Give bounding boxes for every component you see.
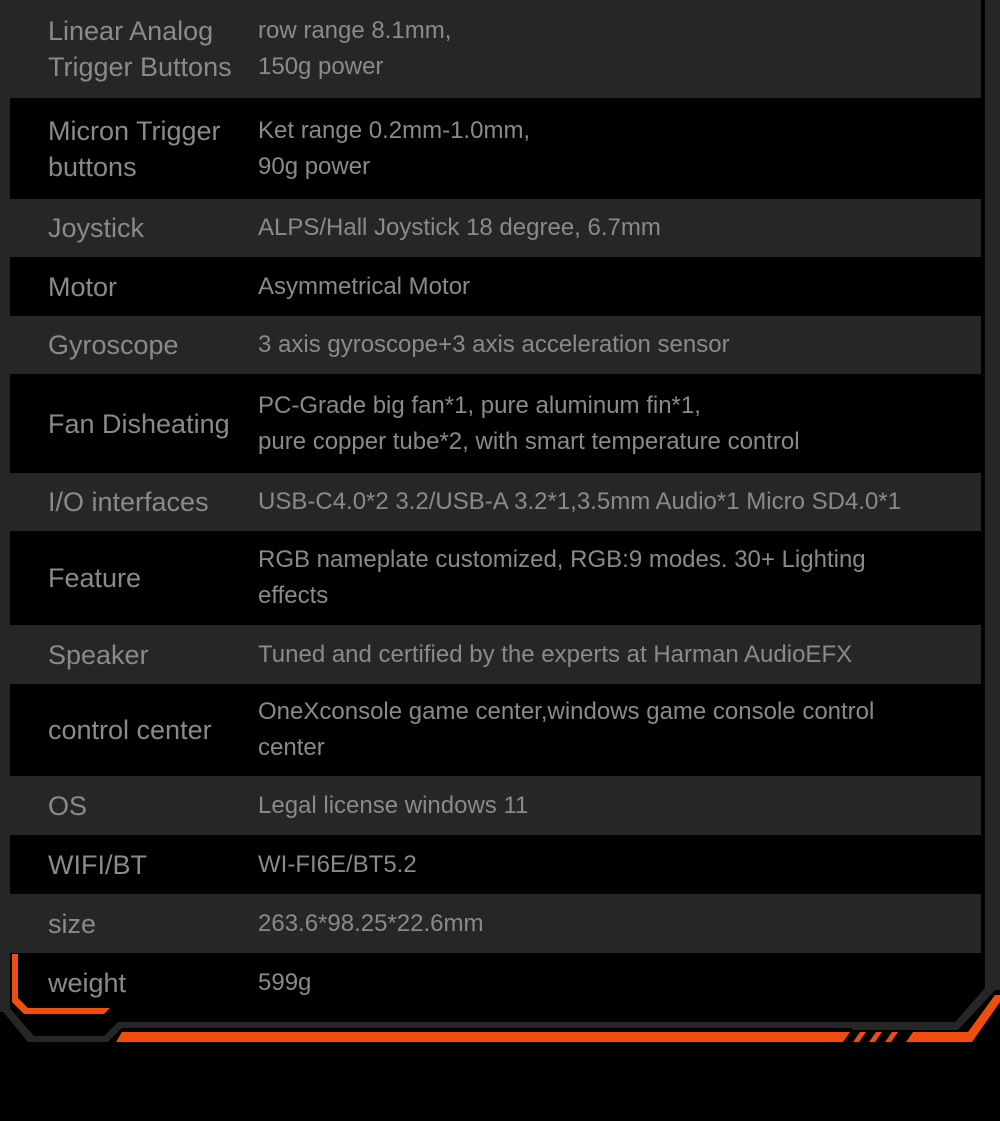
spec-label: Joystick xyxy=(48,213,145,243)
spec-row: Joystick ALPS/Hall Joystick 18 degree, 6.… xyxy=(10,199,981,257)
spec-value: Tuned and certified by the experts at Ha… xyxy=(258,640,853,668)
spec-label: OS xyxy=(48,790,88,821)
spec-value: ALPS/Hall Joystick 18 degree, 6.7mm xyxy=(258,214,661,241)
spec-row: Linear Analog Trigger Buttons row range 8… xyxy=(10,0,981,98)
spec-row: Gyroscope 3 axis gyroscope+3 axis acceler… xyxy=(10,316,981,374)
spec-value: 599g xyxy=(258,969,312,996)
spec-label: weight xyxy=(48,968,127,998)
spec-table: Linear Analog Trigger Buttons row range 8… xyxy=(10,0,981,1013)
spec-row: WIFI/BT WI-FI6E/BT5.2 xyxy=(10,835,981,894)
bottom-frame-decoration xyxy=(0,940,1000,1042)
spec-row: OS Legal license windows 11 xyxy=(10,776,981,835)
spec-label: Fan Disheating xyxy=(48,408,230,439)
spec-value: WI-FI6E/BT5.2 xyxy=(258,850,417,878)
frame-left-border xyxy=(0,0,10,1012)
spec-value: Legal license windows 11 xyxy=(258,791,529,819)
spec-row: Motor Asymmetrical Motor xyxy=(10,257,981,316)
spec-label: control center xyxy=(48,715,212,745)
spec-value: 3 axis gyroscope+3 axis acceleration sen… xyxy=(258,331,730,358)
spec-value: Ket range 0.2mm-1.0mm, 90g power xyxy=(258,116,531,180)
spec-label: Motor xyxy=(48,271,118,302)
spec-value: row range 8.1mm, 150g power xyxy=(258,17,452,80)
spec-row: Speaker Tuned and certified by the expert… xyxy=(10,625,981,684)
spec-value: USB-C4.0*2 3.2/USB-A 3.2*1,3.5mm Audio*1… xyxy=(258,488,901,515)
spec-label: size xyxy=(48,908,97,939)
spec-label: Speaker xyxy=(48,639,149,670)
spec-row: I/O interfaces USB-C4.0*2 3.2/USB-A 3.2*1… xyxy=(10,473,981,531)
spec-label: WIFI/BT xyxy=(48,849,147,880)
frame-right-border xyxy=(985,0,1000,990)
spec-value: 263.6*98.25*22.6mm xyxy=(258,909,484,937)
spec-row: Micron Trigger buttons Ket range 0.2mm-1.… xyxy=(10,98,981,199)
spec-value: RGB nameplate customized, RGB:9 modes. 3… xyxy=(258,546,866,609)
spec-row: Feature RGB nameplate customized, RGB:9 m… xyxy=(10,531,981,625)
spec-label: I/O interfaces xyxy=(48,487,209,517)
spec-value: PC-Grade big fan*1, pure aluminum fin*1,… xyxy=(258,391,800,455)
spec-row: control center OneXconsole game center,wi… xyxy=(10,684,981,776)
spec-row: size 263.6*98.25*22.6mm xyxy=(10,894,981,953)
spec-label: Linear Analog Trigger Buttons xyxy=(48,16,232,82)
spec-label: Gyroscope xyxy=(48,330,179,360)
spec-value: Asymmetrical Motor xyxy=(258,272,471,300)
spec-label: Feature xyxy=(48,563,142,593)
spec-value: OneXconsole game center,windows game con… xyxy=(258,698,875,761)
spec-row: Fan Disheating PC-Grade big fan*1, pure a… xyxy=(10,374,981,473)
spec-row: weight 599g xyxy=(10,953,981,1013)
spec-label: Micron Trigger buttons xyxy=(48,115,221,182)
